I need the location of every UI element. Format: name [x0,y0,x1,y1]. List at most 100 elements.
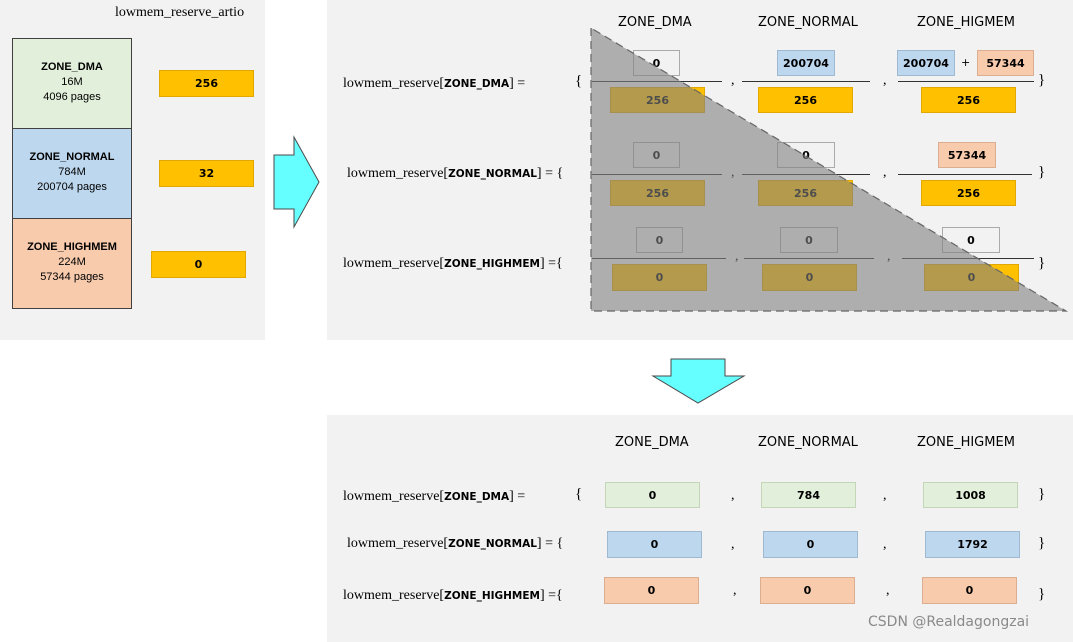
eq-prefix: lowmem_reserve[ [347,536,449,551]
col-header-dma: ZONE_DMA [615,435,689,450]
ratio-value-highmem: 0 [151,251,246,278]
num-r0-c1: 200704 [777,50,835,76]
close-brace: } [1038,486,1046,502]
fraction-bar [744,258,874,259]
den-r0-c2: 256 [921,87,1016,113]
comma: , [887,249,891,264]
eq-suffix: ] ={ [540,588,563,603]
result-r0-c0: 0 [605,482,700,508]
eq-zone: ZONE_DMA [444,491,510,503]
den-r1-c2: 256 [921,180,1016,206]
num-r1-c1: 0 [777,142,835,168]
eq-prefix: lowmem_reserve[ [343,256,445,271]
num-r1-c0: 0 [633,142,680,168]
col-header-highmem: ZONE_HIGMEM [917,15,1015,30]
comma: , [886,583,890,598]
eq-suffix: ] = { [536,166,564,181]
comma: , [735,249,739,264]
den-r1-c1: 256 [758,180,853,206]
eq-suffix: ] = { [536,536,564,551]
fraction-bar [898,174,1032,175]
comma: , [731,73,735,88]
zone-pages: 4096 pages [43,91,101,103]
eq-prefix: lowmem_reserve[ [343,489,445,504]
den-r2-c1: 0 [762,264,857,291]
comma: , [731,165,735,180]
zone-size: 224M [58,256,86,268]
zone-pages: 200704 pages [37,181,107,193]
watermark: CSDN @Realdagongzai [868,614,1030,630]
comma: , [731,537,735,552]
zone-box-normal: ZONE_NORMAL 784M 200704 pages [12,128,132,219]
comma: , [883,165,887,180]
down-arrow-icon [651,358,746,404]
result-r1-c0: 0 [607,531,702,558]
plus-sign: + [961,56,971,69]
close-brace: } [1038,255,1046,271]
col-header-highmem: ZONE_HIGMEM [917,435,1015,450]
eq-label-dma: lowmem_reserve[ZONE_DMA] = [343,76,525,92]
close-brace: } [1038,586,1046,602]
eq-label-highmem: lowmem_reserve[ZONE_HIGHMEM] ={ [343,256,563,272]
eq-prefix: lowmem_reserve[ [343,76,445,91]
result-r1-c2: 1792 [925,531,1020,558]
close-brace: } [1038,535,1046,551]
eq-zone: ZONE_NORMAL [448,168,537,180]
comma: , [883,73,887,88]
fraction-bar [742,174,870,175]
eq-suffix: ] = [509,489,526,504]
zone-size: 784M [58,166,86,178]
fraction-bar [592,174,722,175]
result-panel [327,415,1073,642]
comma: , [883,537,887,552]
den-r0-c1: 256 [758,87,853,113]
fraction-bar [592,258,726,259]
den-r2-c0: 0 [612,264,707,291]
num-r1-c2: 57344 [938,142,996,168]
num-r0-c2b: 57344 [977,50,1034,76]
eq-zone: ZONE_HIGHMEM [444,590,540,602]
eq-label-normal: lowmem_reserve[ZONE_NORMAL] = { [347,166,563,182]
right-arrow-icon [273,135,320,229]
open-brace: { [575,486,583,502]
zone-size: 16M [61,76,83,88]
num-r2-c1: 0 [780,227,838,253]
eq-zone: ZONE_NORMAL [448,538,537,550]
num-r0-c0: 0 [633,50,680,76]
num-r0-c2a: 200704 [897,50,955,76]
eq-prefix: lowmem_reserve[ [347,166,449,181]
den-r1-c0: 256 [610,180,705,206]
eq-zone: ZONE_DMA [444,78,510,90]
result-r2-c2: 0 [922,577,1017,604]
col-header-dma: ZONE_DMA [618,15,692,30]
col-header-normal: ZONE_NORMAL [758,15,858,30]
fraction-bar [898,81,1034,82]
eq-suffix: ] = [509,76,526,91]
zone-name: ZONE_HIGHMEM [27,241,117,253]
den-r2-c2: 0 [924,264,1019,291]
ratio-title: lowmem_reserve_artio [115,5,245,20]
open-brace: { [575,73,583,89]
eq-zone: ZONE_HIGHMEM [444,258,540,270]
col-header-normal: ZONE_NORMAL [758,435,858,450]
comma: , [731,488,735,503]
close-brace: } [1038,164,1046,180]
eq-suffix: ] ={ [540,256,563,271]
comma: , [883,488,887,503]
eq-label-dma: lowmem_reserve[ZONE_DMA] = [343,489,525,505]
result-r2-c0: 0 [604,577,699,604]
zone-box-highmem: ZONE_HIGHMEM 224M 57344 pages [12,218,132,309]
result-r1-c1: 0 [763,531,858,558]
zone-name: ZONE_DMA [41,61,103,73]
fraction-bar [902,258,1034,259]
ratio-value-normal: 32 [159,160,254,187]
den-r0-c0: 256 [610,87,705,113]
eq-label-normal: lowmem_reserve[ZONE_NORMAL] = { [347,536,563,552]
result-r0-c2: 1008 [923,482,1018,508]
close-brace: } [1038,72,1046,88]
fraction-bar [742,81,870,82]
fraction-bar [592,81,722,82]
comma: , [733,583,737,598]
eq-label-highmem: lowmem_reserve[ZONE_HIGHMEM] ={ [343,588,563,604]
result-r2-c1: 0 [760,577,855,604]
